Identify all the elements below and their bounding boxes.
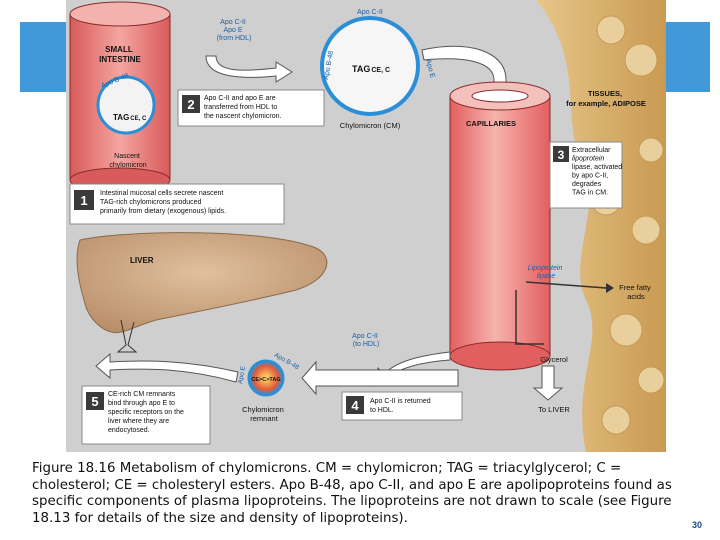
step-3-number: 3 — [558, 148, 565, 162]
capillary — [449, 81, 551, 371]
chylomicron-cm-label: Chylomicron (CM) — [340, 121, 401, 130]
free-fatty-acids-label: Free fatty acids — [619, 283, 653, 301]
step-4-number: 4 — [351, 398, 359, 413]
to-liver-label: To LIVER — [538, 405, 570, 414]
step-1-text: Intestinal mucosal cells secrete nascent… — [100, 190, 226, 215]
step-4-text: Apo C-II is returned to HDL. — [370, 398, 433, 414]
cm-apo-e-label: Apo E — [424, 59, 436, 80]
liver-label: LIVER — [130, 256, 154, 265]
lipoprotein-lipase-label: Lipoprotein lipase — [528, 265, 565, 280]
remnant-core-label: CE>C>TAG — [251, 377, 280, 383]
chylomicron-cm — [320, 16, 420, 116]
step-5-number: 5 — [91, 394, 98, 409]
step-2-number: 2 — [187, 97, 194, 112]
small-intestine-label: SMALL INTESTINE — [99, 45, 141, 64]
apo-cii-to-hdl-label: Apo C-II (to HDL) — [352, 333, 380, 348]
cm-apo-b48-label: Apo B-48 — [323, 50, 335, 80]
hdl-transfer-arrow — [205, 55, 293, 83]
remnant-to-liver-arrow — [95, 352, 239, 383]
step-1-number: 1 — [80, 193, 87, 208]
tag-left-label: TAGCE, C — [113, 113, 147, 122]
nascent-chylomicron-particle — [96, 75, 156, 135]
apo-from-hdl-label: Apo C-II Apo E (from HDL) — [217, 19, 252, 42]
glycerol-label: Glycerol — [540, 355, 568, 364]
step-3-box: 3 Extracellular lipoprotein lipase, acti… — [549, 141, 624, 209]
capillary-to-remnant-arrow — [301, 360, 459, 396]
remnant-apo-e-label: Apo E — [237, 365, 247, 384]
cm-apo-cii-label: Apo C-II — [357, 9, 383, 16]
step-2-text: Apo C-II and apo E are transferred from … — [204, 95, 281, 120]
capillaries-label: CAPILLARIES — [466, 119, 516, 128]
chylomicron-diagram: SMALL INTESTINE Apo B-48 TAGCE, C Nascen… — [69, 0, 666, 452]
to-liver-arrow — [532, 365, 564, 401]
step-3-text: Extracellular lipoprotein lipase, activa… — [572, 147, 624, 197]
free-fatty-acid-arrow — [525, 281, 607, 289]
adipose-tissue — [536, 0, 666, 452]
cm-core-label: TAGCE, C — [352, 64, 390, 74]
chylomicron-remnant — [247, 359, 285, 397]
chylomicron-figure: SMALL INTESTINE Apo B-48 TAGCE, C Nascen… — [66, 0, 666, 452]
liver — [76, 232, 328, 353]
nascent-chylomicron-label: Nascent chylomicron — [109, 153, 146, 169]
step-5-box: 5 CE-rich CM remnants bind through apo E… — [81, 385, 211, 445]
figure-caption: Figure 18.16 Metabolism of chylomicrons.… — [32, 461, 672, 526]
step-4-box: 4 Apo C-II is returned to HDL. — [341, 391, 463, 421]
step-1-box: 1 Intestinal mucosal cells secrete nasce… — [69, 183, 285, 225]
chylomicron-remnant-label: Chylomicron remnant — [242, 405, 286, 423]
tissues-label: TISSUES, for example, ADIPOSE — [566, 89, 646, 108]
page-number: 30 — [692, 520, 703, 530]
glycerol-arrow — [515, 290, 544, 345]
step-5-text: CE-rich CM remnants bind through apo E t… — [108, 391, 186, 434]
step-2-box: 2 Apo C-II and apo E are transferred fro… — [177, 89, 325, 127]
